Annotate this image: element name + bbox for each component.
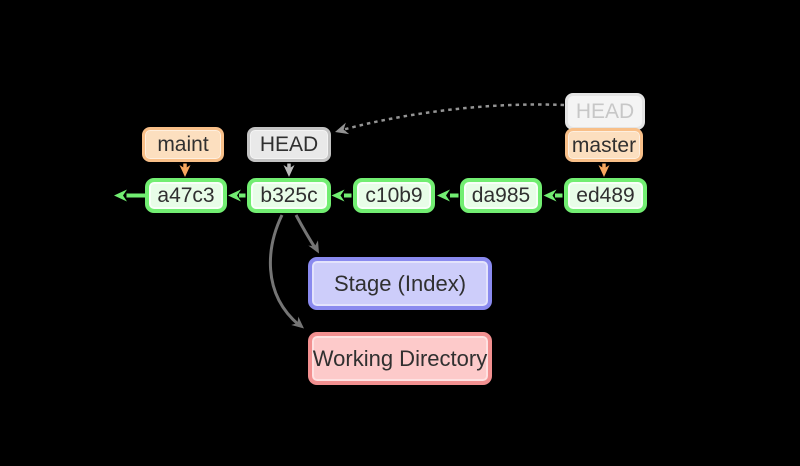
working-directory-box: Working Directory xyxy=(308,332,492,385)
arrow-history-left xyxy=(114,189,146,202)
arrow-da985-c10b9 xyxy=(437,189,459,202)
arrow-ed489-da985 xyxy=(543,189,563,202)
arrow-b325c-working xyxy=(268,214,304,329)
ref-master: master xyxy=(565,128,643,162)
commit-c10b9: c10b9 xyxy=(353,178,435,213)
arrow-b325c-stage xyxy=(294,214,319,254)
arrow-b325c-a47c3 xyxy=(228,189,246,202)
arrow-headold-head-dashed xyxy=(335,103,565,135)
arrow-head-b325c xyxy=(283,163,295,177)
ref-head: HEAD xyxy=(247,127,331,162)
ref-head-previous: HEAD xyxy=(565,93,645,130)
stage-index-box: Stage (Index) xyxy=(308,257,492,310)
commit-b325c: b325c xyxy=(247,178,331,213)
commit-a47c3: a47c3 xyxy=(145,178,227,213)
commit-da985: da985 xyxy=(460,178,542,213)
arrow-maint-a47c3 xyxy=(179,163,191,177)
ref-maint: maint xyxy=(142,127,224,162)
arrow-master-ed489 xyxy=(598,163,610,177)
arrow-c10b9-b325c xyxy=(331,189,352,202)
commit-ed489: ed489 xyxy=(564,178,647,213)
